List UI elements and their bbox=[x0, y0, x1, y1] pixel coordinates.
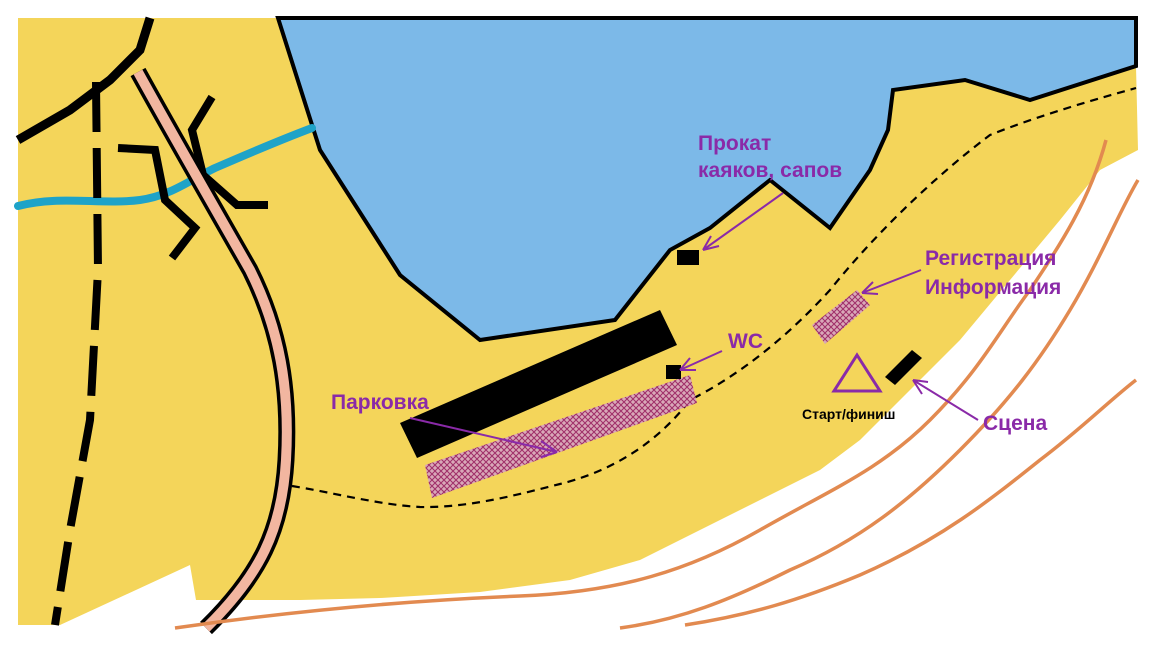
main-building bbox=[400, 310, 677, 458]
registration-area[interactable] bbox=[812, 290, 870, 344]
track-bracket-left bbox=[117, 144, 201, 261]
arrow-stage bbox=[912, 379, 979, 421]
arrow-registration bbox=[861, 269, 922, 295]
parking-area[interactable] bbox=[425, 375, 697, 498]
label-kayak-rental: Прокат bbox=[698, 132, 771, 155]
arrow-wc bbox=[679, 350, 723, 371]
contour-1 bbox=[174, 139, 1108, 630]
stage-building[interactable] bbox=[885, 350, 922, 385]
stream bbox=[14, 124, 316, 210]
label-wc: WC bbox=[728, 330, 763, 353]
label-registration: Регистрация bbox=[925, 247, 1056, 270]
main-road bbox=[133, 69, 292, 632]
label-parking: Парковка bbox=[331, 391, 429, 414]
contour-3 bbox=[684, 378, 1138, 627]
contour-2 bbox=[619, 179, 1140, 630]
footpath bbox=[291, 86, 1137, 509]
kayak-rental-building[interactable] bbox=[677, 250, 699, 265]
label-information: Информация bbox=[925, 276, 1061, 299]
label-kayak-rental-2: каяков, сапов bbox=[698, 159, 842, 182]
label-start-finish: Старт/финиш bbox=[802, 406, 895, 422]
start-finish-triangle-icon[interactable] bbox=[831, 352, 883, 393]
trail-west bbox=[51, 81, 103, 626]
lake bbox=[275, 16, 1138, 343]
arrow-kayak bbox=[702, 192, 784, 251]
label-stage: Сцена bbox=[983, 412, 1047, 435]
road-north bbox=[15, 16, 155, 144]
annotation-arrows bbox=[409, 192, 979, 458]
wc-building[interactable] bbox=[666, 365, 681, 379]
arrow-parking bbox=[409, 417, 558, 458]
